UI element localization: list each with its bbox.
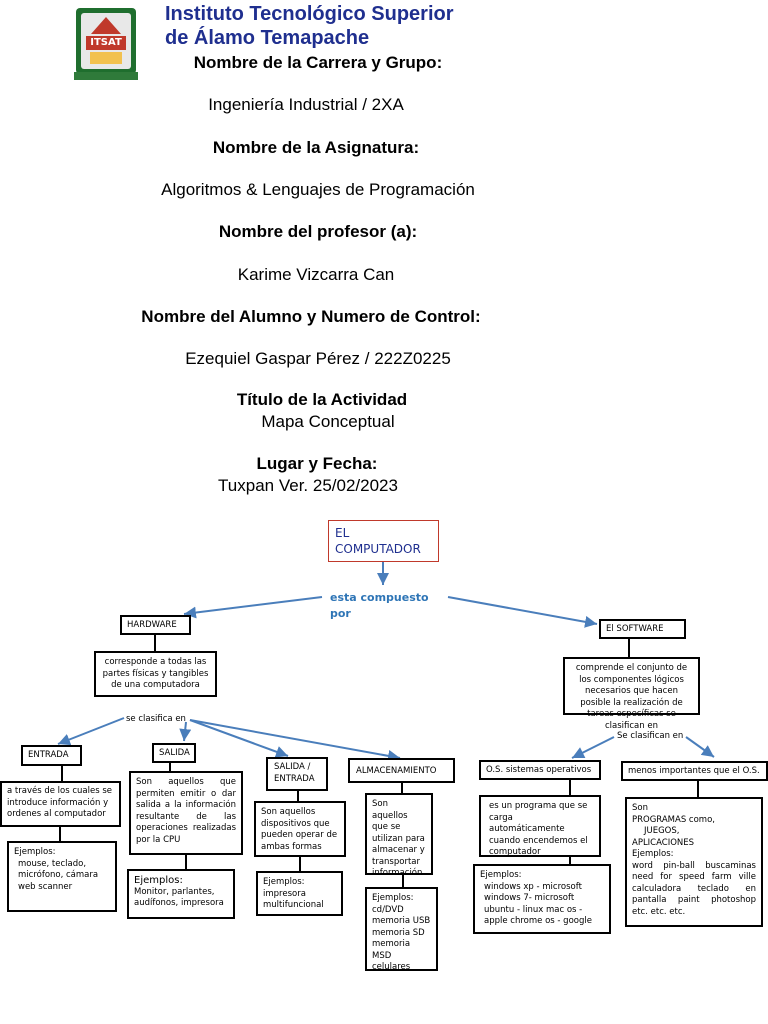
composed-line-1: esta compuesto — [330, 591, 429, 604]
almacenamiento-description: Son aquellos que se utilizan para almace… — [365, 793, 433, 878]
os-examples-label: Ejemplos: — [480, 870, 522, 880]
salida-node: SALIDA — [152, 743, 196, 763]
activity-title-value: Mapa Conceptual — [261, 412, 395, 431]
less-important-node: menos importantes que el O.S. — [621, 761, 768, 781]
teacher-label: Nombre del profesor (a): — [218, 222, 418, 241]
student-value: Ezequiel Gaspar Pérez / 222Z0225 — [185, 349, 451, 368]
salida-entrada-examples: Ejemplos: impresora multifuncional — [256, 871, 343, 916]
salida-entrada-description-text: Son aquellos dispositivos que pueden ope… — [261, 807, 338, 852]
salida-description-text: Son aquellos que permiten emitir o dar s… — [136, 777, 236, 845]
entrada-examples-text: mouse, teclado, micrófono, cámara web sc… — [18, 858, 99, 892]
less-examples-text: word pin-ball buscaminas need for speed … — [632, 860, 756, 917]
os-description: es un programa que se carga automáticame… — [479, 795, 601, 857]
subject-value: Algoritmos & Lenguajes de Programación — [161, 180, 475, 199]
hardware-description: corresponde a todas las partes físicas y… — [94, 651, 217, 697]
software-description-text: comprende el conjunto de los componentes… — [575, 663, 688, 731]
logo-text: ITSAT — [90, 37, 122, 48]
software-node: El SOFTWARE — [599, 619, 686, 639]
career-value: Ingeniería Industrial / 2XA — [208, 95, 404, 114]
os-label: O.S. sistemas operativos — [486, 765, 592, 775]
almacenamiento-examples: Ejemplos: cd/DVD memoria USB memoria SD … — [365, 887, 438, 973]
hardware-description-text: corresponde a todas las partes físicas y… — [102, 657, 209, 690]
institution-line-2: de Álamo Temapache — [165, 27, 370, 49]
activity-title-label: Título de la Actividad — [236, 390, 408, 409]
root-line-2: COMPUTADOR — [335, 542, 421, 556]
place-date-value: Tuxpan Ver. 25/02/2023 — [218, 476, 398, 495]
less-son-text: Son — [632, 803, 648, 813]
salida-entrada-line-2: ENTRADA — [274, 773, 315, 784]
career-label: Nombre de la Carrera y Grupo: — [193, 53, 443, 72]
less-programs-text: PROGRAMAS como, — [632, 814, 715, 825]
software-label: El SOFTWARE — [606, 624, 664, 634]
os-examples: Ejemplos: windows xp - microsoft windows… — [473, 864, 611, 934]
salida-examples: Ejemplos: Monitor, parlantes, audífonos,… — [127, 869, 235, 919]
salida-description: Son aquellos que permiten emitir o dar s… — [129, 771, 243, 855]
almacenamiento-examples-label: Ejemplos: — [372, 893, 414, 903]
os-description-text: es un programa que se carga automáticame… — [489, 801, 588, 857]
os-node: O.S. sistemas operativos — [479, 760, 601, 780]
less-games-text: JUEGOS, — [644, 826, 680, 836]
itsat-logo: ITSAT — [72, 6, 140, 82]
place-date-label: Lugar y Fecha: — [256, 454, 378, 473]
hardware-label: HARDWARE — [127, 620, 177, 630]
salida-entrada-line-1: SALIDA / — [274, 762, 311, 772]
salida-entrada-node: SALIDA / ENTRADA — [266, 757, 328, 791]
composed-by-label: esta compuesto por — [330, 590, 429, 622]
software-description: comprende el conjunto de los componentes… — [563, 657, 700, 731]
salida-entrada-description: Son aquellos dispositivos que pueden ope… — [254, 801, 346, 857]
root-line-1: EL — [335, 526, 350, 540]
entrada-description-text: a través de los cuales se introduce info… — [7, 786, 113, 819]
almacenamiento-node: ALMACENAMIENTO — [348, 758, 455, 783]
institution-line-1: Instituto Tecnológico Superior — [165, 3, 454, 25]
root-node-computer: EL COMPUTADOR — [328, 520, 439, 562]
salida-examples-text: Monitor, parlantes, audífonos, impresora — [134, 886, 224, 909]
os-examples-text: windows xp - microsoft windows 7- micros… — [484, 881, 592, 927]
hw-classified-label: se clasifica en — [126, 714, 186, 724]
entrada-description: a través de los cuales se introduce info… — [0, 781, 121, 827]
hardware-node: HARDWARE — [120, 615, 191, 635]
salida-label: SALIDA — [159, 748, 190, 758]
subject-label: Nombre de la Asignatura: — [212, 138, 420, 157]
entrada-examples-label: Ejemplos: — [14, 847, 56, 857]
almacenamiento-label: ALMACENAMIENTO — [356, 766, 437, 776]
entrada-label: ENTRADA — [28, 750, 69, 760]
less-examples-label: Ejemplos: — [632, 849, 674, 859]
student-label: Nombre del Alumno y Numero de Control: — [141, 307, 481, 326]
almacenamiento-examples-text: cd/DVD memoria USB memoria SD memoria MS… — [372, 904, 431, 973]
sw-classified-label: Se clasifican en — [617, 731, 684, 741]
less-important-examples: Son PROGRAMAS como, JUEGOS, APLICACIONES… — [625, 797, 763, 927]
almacenamiento-description-text: Son aquellos que se utilizan para almace… — [372, 799, 425, 878]
salida-entrada-examples-text: impresora multifuncional — [263, 888, 324, 911]
salida-entrada-examples-label: Ejemplos: — [263, 877, 305, 887]
composed-line-2: por — [330, 607, 351, 620]
teacher-value: Karime Vizcarra Can — [237, 265, 395, 284]
institution-name: Instituto Tecnológico Superior de Álamo … — [165, 2, 454, 50]
entrada-examples: Ejemplos: mouse, teclado, micrófono, cám… — [7, 841, 117, 912]
less-apps-text: APLICACIONES — [632, 837, 695, 848]
entrada-node: ENTRADA — [21, 745, 82, 766]
less-important-label: menos importantes que el O.S. — [628, 766, 760, 776]
salida-examples-label: Ejemplos: — [134, 875, 183, 886]
